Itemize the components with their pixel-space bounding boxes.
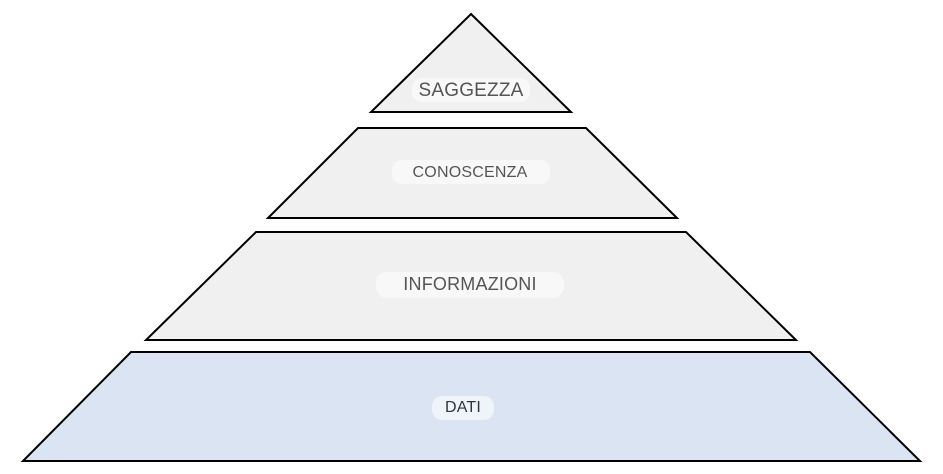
tier-conoscenza-label: CONOSCENZA	[413, 164, 528, 181]
tier-informazioni-label: INFORMAZIONI	[403, 274, 536, 294]
tier-conoscenza: CONOSCENZA	[265, 127, 680, 219]
tier-dati-label: DATI	[445, 399, 481, 416]
tier-informazioni: INFORMAZIONI	[143, 231, 799, 341]
tier-dati-label-halo	[432, 396, 494, 420]
tier-dati: DATI	[20, 351, 923, 462]
tier-informazioni-label-halo	[376, 272, 564, 298]
tier-conoscenza-label-halo	[392, 160, 550, 184]
tier-saggezza: SAGGEZZA	[368, 12, 574, 113]
tier-saggezza-label: SAGGEZZA	[418, 80, 523, 101]
tier-saggezza-label-halo	[412, 78, 530, 102]
